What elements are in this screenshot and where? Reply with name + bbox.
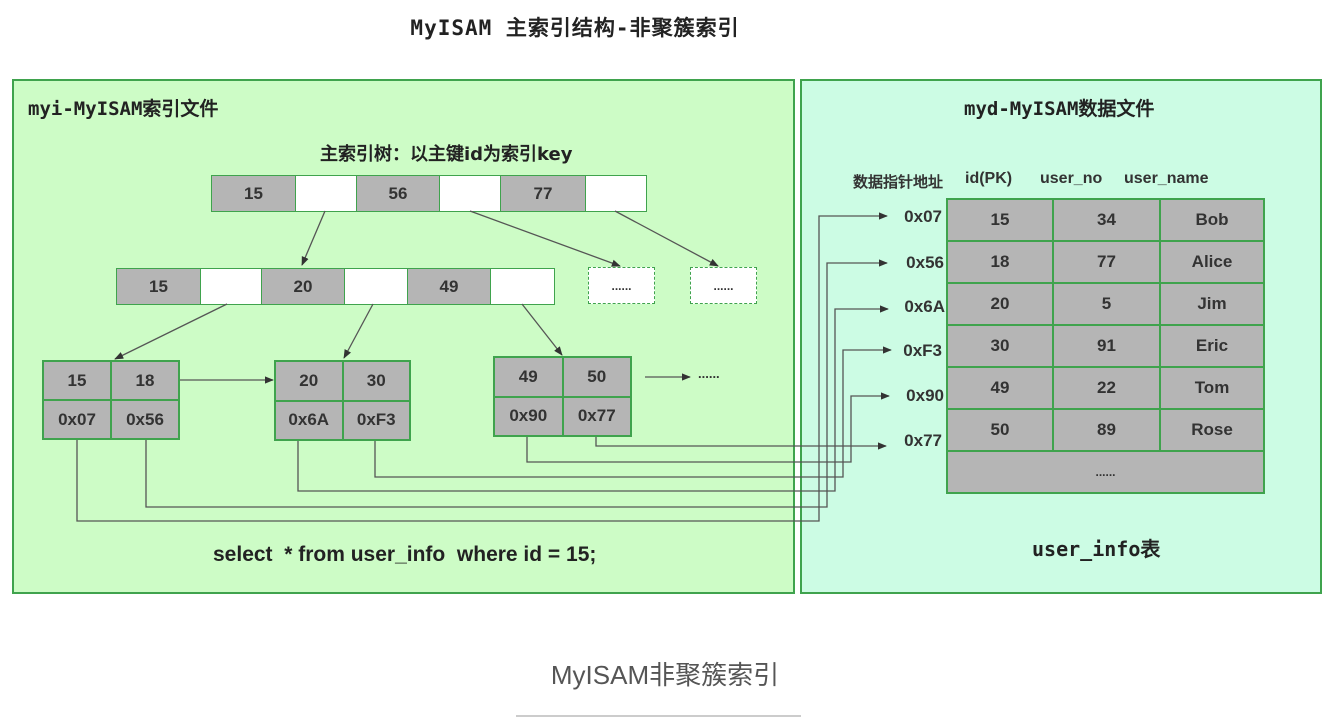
tree-caption: 主索引树：以主键id为索引key	[320, 144, 573, 165]
data-table: 15 34 Bob 18 77 Alice 20 5 Jim 30 91 Eri…	[946, 198, 1265, 494]
cell-user-name: Rose	[1159, 408, 1265, 452]
sql-query: select * from user_info where id = 15;	[213, 543, 597, 566]
diagram-title: MyISAM 主索引结构-非聚簇索引	[410, 16, 740, 40]
placeholder-node: ......	[690, 267, 757, 304]
leaf-key: 18	[111, 361, 179, 400]
cell-user-no: 5	[1052, 282, 1161, 326]
table-row: ......	[946, 450, 1265, 494]
leaf-pointer: 0x90	[494, 396, 563, 436]
index-file-title: myi-MyISAM索引文件	[28, 98, 219, 120]
cell-user-name: Eric	[1159, 324, 1265, 368]
pointer-line	[76, 212, 888, 522]
row-address: 0x77	[904, 431, 942, 450]
column-header: user_no	[1040, 170, 1103, 187]
internal-key: 49	[407, 269, 490, 304]
pointer-line	[595, 437, 887, 450]
leaf-key: 49	[494, 357, 563, 397]
index-file-panel	[12, 79, 795, 594]
root-pointer	[439, 176, 500, 211]
leaf-key: 30	[342, 361, 410, 401]
internal-pointer	[200, 269, 261, 304]
table-row: 18 77 Alice	[946, 240, 1265, 284]
root-key: 77	[500, 176, 585, 211]
tree-arrow	[114, 303, 228, 360]
row-address: 0x6A	[904, 297, 945, 316]
root-pointer	[585, 176, 646, 211]
tree-arrow	[614, 210, 719, 267]
leaf-key: 15	[43, 361, 111, 400]
leaf-pointer: 0x77	[562, 396, 631, 436]
table-name: user_info表	[1032, 537, 1161, 561]
row-address: 0x56	[906, 253, 944, 272]
cell-user-name: Alice	[1159, 240, 1265, 284]
pointer-line	[297, 305, 889, 492]
internal-node: 15 20 49	[116, 268, 555, 305]
cell-user-no: 77	[1052, 240, 1161, 284]
leaf-node: 15 18 0x07 0x56	[42, 360, 180, 440]
cell-user-no: 34	[1052, 198, 1161, 242]
root-node: 15 56 77	[211, 175, 647, 212]
leaf-pointer: 0xF3	[342, 400, 410, 440]
tree-arrow	[301, 210, 326, 266]
cell-user-no: 22	[1052, 366, 1161, 410]
cell-user-no: 91	[1052, 324, 1161, 368]
pointer-line	[526, 392, 890, 463]
leaf-pointer: 0x6A	[275, 400, 343, 440]
cell-id: 30	[946, 324, 1054, 368]
cell-id: 18	[946, 240, 1054, 284]
leaf-key: 20	[275, 361, 343, 401]
tree-arrow	[343, 303, 374, 359]
cell-user-name: Jim	[1159, 282, 1265, 326]
figure-caption: MyISAM非聚簇索引	[550, 660, 780, 690]
leaf-pointer: 0x07	[43, 400, 111, 439]
internal-key: 15	[117, 269, 200, 304]
caption-divider	[516, 715, 801, 717]
cell-id: 15	[946, 198, 1054, 242]
row-address: 0xF3	[903, 341, 942, 360]
table-row: 20 5 Jim	[946, 282, 1265, 326]
root-pointer	[295, 176, 356, 211]
cell-id: 49	[946, 366, 1054, 410]
internal-key: 20	[261, 269, 344, 304]
row-address: 0x07	[904, 207, 942, 226]
table-row: 50 89 Rose	[946, 408, 1265, 452]
pointer-line	[374, 346, 892, 478]
root-key: 56	[356, 176, 439, 211]
cell-id: 50	[946, 408, 1054, 452]
pointer-line	[145, 259, 888, 508]
root-key: 15	[212, 176, 295, 211]
placeholder-node: ......	[588, 267, 655, 304]
column-header: id(PK)	[965, 170, 1013, 187]
tree-arrow	[469, 210, 621, 267]
data-file-title: myd-MyISAM数据文件	[964, 98, 1155, 120]
pointer-column-header: 数据指针地址	[853, 173, 944, 191]
leaf-pointer: 0x56	[111, 400, 179, 439]
tree-arrow	[521, 303, 563, 356]
internal-pointer	[344, 269, 407, 304]
leaf-continuation: ......	[698, 366, 720, 381]
more-rows: ......	[946, 450, 1265, 494]
table-row: 15 34 Bob	[946, 198, 1265, 242]
table-row: 49 22 Tom	[946, 366, 1265, 410]
cell-user-name: Tom	[1159, 366, 1265, 410]
leaf-node: 20 30 0x6A 0xF3	[274, 360, 411, 441]
leaf-key: 50	[562, 357, 631, 397]
table-row: 30 91 Eric	[946, 324, 1265, 368]
column-header: user_name	[1124, 170, 1209, 187]
cell-user-name: Bob	[1159, 198, 1265, 242]
cell-id: 20	[946, 282, 1054, 326]
internal-pointer	[490, 269, 554, 304]
row-address: 0x90	[906, 386, 944, 405]
leaf-node: 49 50 0x90 0x77	[493, 356, 632, 437]
cell-user-no: 89	[1052, 408, 1161, 452]
